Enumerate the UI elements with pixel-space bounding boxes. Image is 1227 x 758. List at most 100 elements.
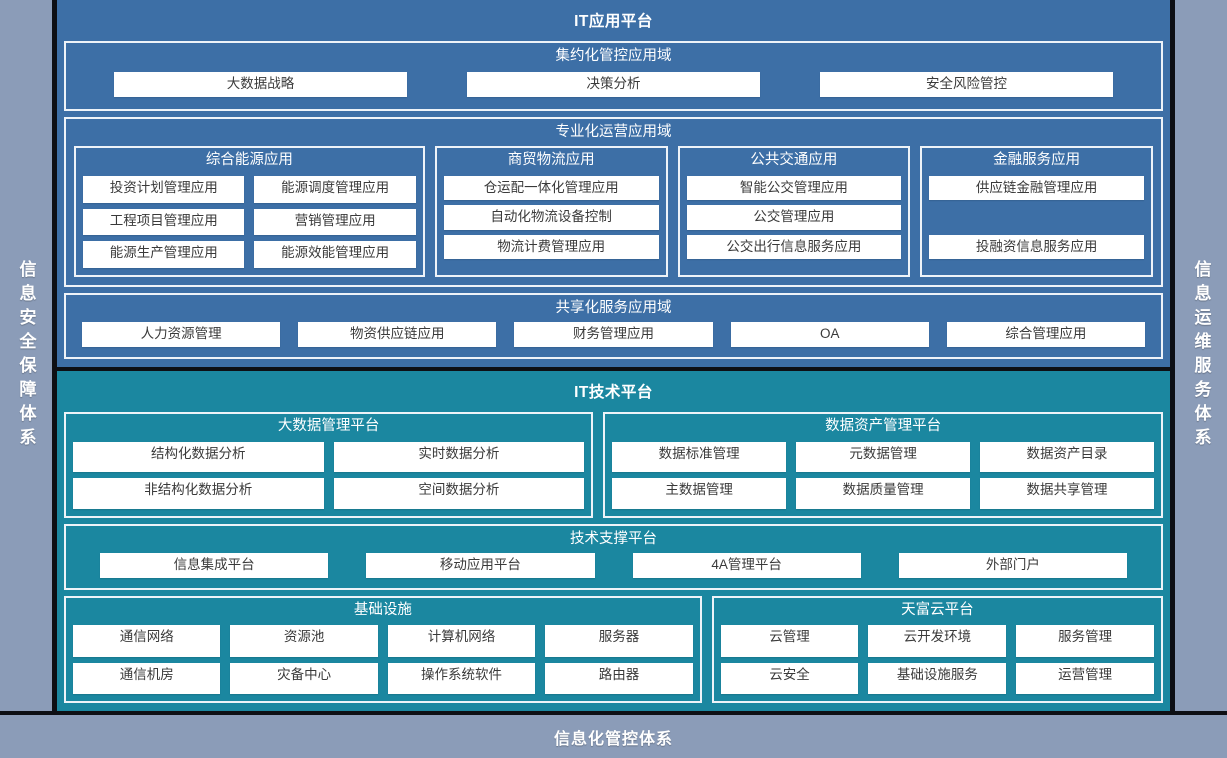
domain-intensive-management: 集约化管控应用域 大数据战略 决策分析 安全风险管控 [64,41,1163,111]
column-items: 结构化数据分析 实时数据分析 非结构化数据分析 空间数据分析 [73,441,585,509]
app-chip[interactable]: 决策分析 [467,72,760,97]
bottom-bar-informatization-governance: 信息化管控体系 [0,711,1227,758]
app-chip[interactable]: 公交管理应用 [686,205,902,230]
app-chip[interactable]: 综合管理应用 [946,322,1146,347]
app-chip[interactable]: 人力资源管理 [82,322,281,347]
center-stack: IT应用平台 集约化管控应用域 大数据战略 决策分析 安全风险管控 专业化运营应… [57,0,1170,711]
column-financial-services: 金融服务应用 供应链金融管理应用 投融资信息服务应用 [920,145,1153,278]
tech-chip[interactable]: 实时数据分析 [333,441,585,473]
tech-chip[interactable]: 基础设施服务 [868,662,1007,694]
tech-group-data: 大数据管理平台 结构化数据分析 实时数据分析 非结构化数据分析 空间数据分析 数… [64,412,1163,518]
group-title: 技术支撑平台 [570,530,657,547]
tech-chip[interactable]: 结构化数据分析 [73,441,324,473]
bottom-bar-label: 信息化管控体系 [553,730,673,748]
column-items: 通信网络 资源池 计算机网络 服务器 通信机房 灾备中心 操作系统软件 路由器 [73,625,693,694]
column-title: 天富云平台 [901,601,974,618]
it-application-platform: IT应用平台 集约化管控应用域 大数据战略 决策分析 安全风险管控 专业化运营应… [57,0,1170,367]
column-items: 供应链金融管理应用 投融资信息服务应用 [929,175,1144,269]
tech-chip[interactable]: 服务管理 [1016,625,1154,657]
application-platform-title: IT应用平台 [574,13,653,30]
column-items: 云管理 云开发环境 服务管理 云安全 基础设施服务 运营管理 [720,625,1154,694]
tech-group-support-platform: 技术支撑平台 信息集成平台 移动应用平台 4A管理平台 外部门户 [64,523,1163,590]
app-chip[interactable]: 能源调度管理应用 [254,175,416,203]
tech-chip[interactable]: 云安全 [720,662,859,694]
tech-chip[interactable]: 云管理 [720,625,859,657]
tech-chip[interactable]: 操作系统软件 [387,662,536,694]
column-items: 数据标准管理 元数据管理 数据资产目录 主数据管理 数据质量管理 数据共享管理 [612,441,1154,509]
app-chip[interactable]: 物流计费管理应用 [443,234,659,260]
tech-chip[interactable]: 通信网络 [73,625,221,657]
tech-chip[interactable]: 非结构化数据分析 [73,478,324,509]
it-technology-platform: IT技术平台 大数据管理平台 结构化数据分析 实时数据分析 非结构化数据分析 空… [57,367,1170,711]
domain-professional-operations: 专业化运营应用域 综合能源应用 投资计划管理应用 能源调度管理应用 工程项目管理… [64,116,1163,288]
tech-chip[interactable]: 数据共享管理 [980,478,1154,509]
tech-chip[interactable]: 服务器 [545,625,693,657]
app-chip[interactable]: 投资计划管理应用 [83,175,245,203]
column-items: 智能公交管理应用 公交管理应用 公交出行信息服务应用 [686,175,902,269]
group-item-row: 信息集成平台 移动应用平台 4A管理平台 外部门户 [74,553,1153,580]
tech-chip[interactable]: 外部门户 [898,553,1127,578]
app-chip[interactable]: 营销管理应用 [254,208,416,236]
app-chip[interactable]: 供应链金融管理应用 [929,175,1144,201]
column-title: 大数据管理平台 [277,418,380,434]
tech-chip[interactable]: 资源池 [230,625,378,657]
domain-item-row: 大数据战略 决策分析 安全风险管控 [74,70,1153,101]
column-data-asset-platform: 数据资产管理平台 数据标准管理 元数据管理 数据资产目录 主数据管理 数据质量管… [603,412,1163,518]
tech-chip[interactable]: 路由器 [545,662,693,694]
column-tianfu-cloud-platform: 天富云平台 云管理 云开发环境 服务管理 云安全 基础设施服务 运营管理 [711,595,1163,703]
domain-shared-services: 共享化服务应用域 人力资源管理 物资供应链应用 财务管理应用 OA 综合管理应用 [64,293,1163,359]
column-title: 综合能源应用 [205,151,293,168]
tech-chip[interactable]: 灾备中心 [230,662,378,694]
technology-platform-title: IT技术平台 [574,384,653,401]
app-chip[interactable]: 智能公交管理应用 [686,175,902,201]
domain-title: 共享化服务应用域 [555,300,672,317]
column-title: 公共交通应用 [750,151,838,168]
tech-chip[interactable]: 数据资产目录 [980,441,1154,473]
domain-title: 专业化运营应用域 [555,123,672,140]
tech-chip[interactable]: 计算机网络 [387,625,536,657]
app-chip[interactable]: 公交出行信息服务应用 [686,234,902,260]
app-chip[interactable]: 工程项目管理应用 [83,208,245,236]
app-chip-placeholder [929,205,1144,230]
app-chip[interactable]: 安全风险管控 [820,72,1113,97]
tech-chip[interactable]: 信息集成平台 [100,553,329,578]
column-big-data-platform: 大数据管理平台 结构化数据分析 实时数据分析 非结构化数据分析 空间数据分析 [64,412,594,518]
app-chip[interactable]: 能源生产管理应用 [83,241,245,269]
column-title: 数据资产管理平台 [825,418,942,434]
column-items: 仓运配一体化管理应用 自动化物流设备控制 物流计费管理应用 [443,175,659,269]
domain-item-row: 人力资源管理 物资供应链应用 财务管理应用 OA 综合管理应用 [74,322,1153,349]
tech-group-infrastructure: 基础设施 通信网络 资源池 计算机网络 服务器 通信机房 灾备中心 操作系统软件… [64,595,1163,703]
tech-chip[interactable]: 云开发环境 [868,625,1007,657]
tech-chip[interactable]: 数据质量管理 [796,478,971,509]
column-trade-logistics: 商贸物流应用 仓运配一体化管理应用 自动化物流设备控制 物流计费管理应用 [434,145,668,278]
left-rail-information-security: 信息安全保障体系 [0,0,57,711]
right-rail-it-operations: 信息运维服务体系 [1170,0,1227,711]
column-integrated-energy: 综合能源应用 投资计划管理应用 能源调度管理应用 工程项目管理应用 营销管理应用… [74,145,425,278]
app-chip[interactable]: 仓运配一体化管理应用 [443,175,659,201]
tech-chip[interactable]: 运营管理 [1016,662,1154,694]
app-chip[interactable]: OA [730,322,929,347]
app-chip[interactable]: 财务管理应用 [514,322,713,347]
app-chip[interactable]: 物资供应链应用 [298,322,497,347]
domain-title: 集约化管控应用域 [555,48,672,64]
column-title: 商贸物流应用 [507,151,595,168]
main-band: 信息安全保障体系 IT应用平台 集约化管控应用域 大数据战略 决策分析 安全风险… [0,0,1227,711]
app-chip[interactable]: 能源效能管理应用 [254,241,416,269]
app-chip[interactable]: 大数据战略 [114,72,407,97]
domain-column-set: 综合能源应用 投资计划管理应用 能源调度管理应用 工程项目管理应用 营销管理应用… [74,145,1153,278]
column-title: 金融服务应用 [993,151,1081,168]
tech-chip[interactable]: 移动应用平台 [366,553,595,578]
right-rail-label: 信息运维服务体系 [1191,259,1211,452]
app-chip[interactable]: 投融资信息服务应用 [929,234,1144,260]
tech-chip[interactable]: 4A管理平台 [632,553,861,578]
column-public-transport: 公共交通应用 智能公交管理应用 公交管理应用 公交出行信息服务应用 [677,145,911,278]
column-items: 投资计划管理应用 能源调度管理应用 工程项目管理应用 营销管理应用 能源生产管理… [83,175,416,269]
tech-chip[interactable]: 主数据管理 [612,478,787,509]
tech-chip[interactable]: 空间数据分析 [333,478,585,509]
app-chip[interactable]: 自动化物流设备控制 [443,205,659,230]
tech-chip[interactable]: 数据标准管理 [612,441,787,473]
tech-chip[interactable]: 通信机房 [73,662,221,694]
left-rail-label: 信息安全保障体系 [16,259,36,452]
tech-chip[interactable]: 元数据管理 [796,441,971,473]
